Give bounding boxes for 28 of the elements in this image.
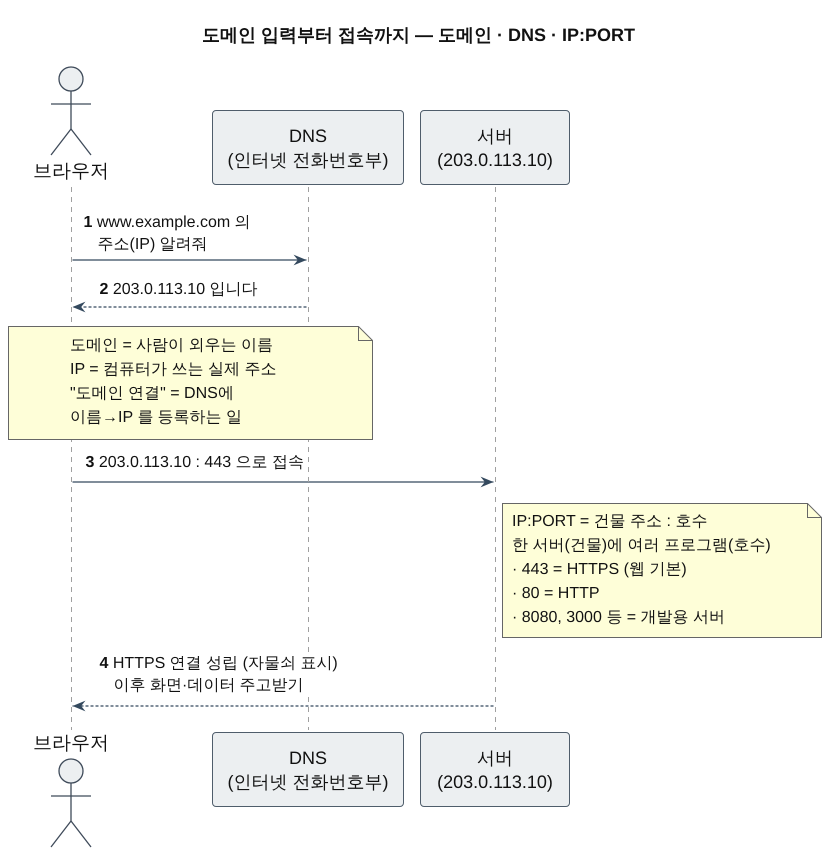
actor-label: 브라우저 (33, 160, 109, 184)
arrow (72, 254, 306, 266)
participant-detail: (인터넷 전화번호부) (228, 770, 388, 794)
participant-box (212, 110, 404, 185)
note-text: 도메인 = 사람이 외우는 이름 (70, 336, 274, 356)
actor-label: 브라우저 (33, 732, 109, 756)
note-text: 이름→IP 를 등록하는 일 (70, 408, 242, 428)
participant-detail: (203.0.113.10) (437, 770, 553, 794)
arrow (72, 476, 494, 488)
note-text: · 443 = HTTPS (웹 기본) (512, 560, 687, 580)
note-text: IP = 컴퓨터가 쓰는 실제 주소 (70, 360, 276, 380)
participant-box (420, 110, 570, 185)
participant-name: 서버 (477, 124, 513, 148)
participant-box (212, 732, 404, 807)
participant-name: DNS (288, 746, 327, 770)
participant-detail: (인터넷 전화번호부) (228, 148, 388, 172)
participant-box (420, 732, 570, 807)
participant-detail: (203.0.113.10) (437, 148, 553, 172)
dashed-arrow (72, 302, 306, 312)
note-text: · 8080, 3000 등 = 개발용 서버 (512, 608, 725, 628)
note-text: 한 서버(건물)에 여러 프로그램(호수) (512, 536, 771, 556)
note-text: IP:PORT = 건물 주소 : 호수 (512, 512, 708, 532)
participant-name: DNS (288, 124, 327, 148)
diagram-title: 도메인 입력부터 접속까지 — 도메인 · DNS · IP:PORT (202, 25, 635, 45)
note-text: · 80 = HTTP (512, 584, 600, 604)
note-text: "도메인 연결" = DNS에 (70, 384, 234, 404)
participant-name: 서버 (477, 746, 513, 770)
dashed-arrow (72, 700, 494, 712)
